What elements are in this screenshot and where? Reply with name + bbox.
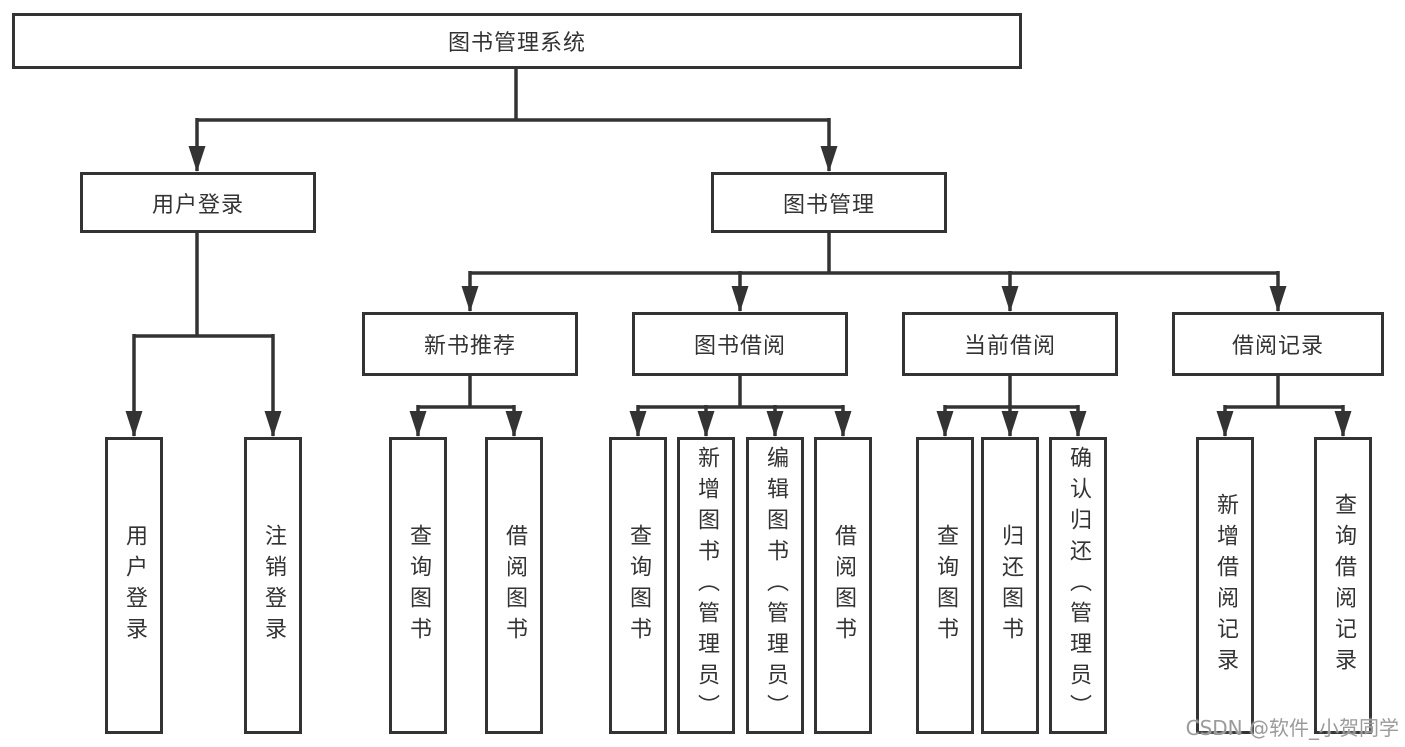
leaf-query-books-current: 查询图书 <box>916 437 974 734</box>
leaf-query-borrow-record: 查询借阅记录 <box>1314 437 1372 734</box>
leaf-query-books-recommend: 查询图书 <box>389 437 447 734</box>
leaf-borrow-books-recommend: 借阅图书 <box>485 437 543 734</box>
leaf-borrow-books-borrow: 借阅图书 <box>814 437 872 734</box>
node-root-label: 图书管理系统 <box>447 31 586 56</box>
leaf-edit-book-admin: 编辑图书（管理员） <box>746 437 804 734</box>
leaf-logout-label: 注销登录 <box>261 523 286 648</box>
node-book-management: 图书管理 <box>711 172 947 233</box>
node-book-management-label: 图书管理 <box>782 192 875 218</box>
leaf-logout: 注销登录 <box>244 437 302 734</box>
node-user-login: 用户登录 <box>80 172 316 233</box>
node-current-borrow-label: 当前借阅 <box>963 334 1056 359</box>
leaf-edit-book-admin-label: 编辑图书（管理员） <box>763 446 788 725</box>
node-root-system: 图书管理系统 <box>12 13 1022 69</box>
leaf-borrow-books-borrow-label: 借阅图书 <box>831 523 856 648</box>
node-current-borrow: 当前借阅 <box>902 312 1118 376</box>
node-book-borrow: 图书借阅 <box>632 312 848 376</box>
leaf-query-books-recommend-label: 查询图书 <box>406 523 431 648</box>
node-user-login-label: 用户登录 <box>151 192 244 218</box>
leaf-return-book: 归还图书 <box>981 437 1039 734</box>
leaf-add-borrow-record: 新增借阅记录 <box>1196 437 1254 734</box>
csdn-watermark: CSDN @软件_小贺同学 <box>1185 716 1399 740</box>
leaf-borrow-books-recommend-label: 借阅图书 <box>502 523 527 648</box>
leaf-add-book-admin: 新增图书（管理员） <box>677 437 735 734</box>
leaf-user-login: 用户登录 <box>105 437 163 734</box>
node-borrow-records: 借阅记录 <box>1172 312 1384 376</box>
node-new-book-recommend-label: 新书推荐 <box>423 334 516 359</box>
node-new-book-recommend: 新书推荐 <box>362 312 578 376</box>
node-book-borrow-label: 图书借阅 <box>693 334 786 359</box>
leaf-return-book-label: 归还图书 <box>998 523 1023 648</box>
leaf-confirm-return-admin: 确认归还（管理员） <box>1049 437 1107 734</box>
leaf-add-borrow-record-label: 新增借阅记录 <box>1213 492 1238 679</box>
leaf-query-books-borrow-label: 查询图书 <box>626 523 651 648</box>
leaf-add-book-admin-label: 新增图书（管理员） <box>694 446 719 725</box>
leaf-query-books-borrow: 查询图书 <box>609 437 667 734</box>
leaf-confirm-return-admin-label: 确认归还（管理员） <box>1066 446 1091 725</box>
leaf-query-borrow-record-label: 查询借阅记录 <box>1331 492 1356 679</box>
leaf-query-books-current-label: 查询图书 <box>933 523 958 648</box>
connectors <box>125 69 1352 437</box>
leaf-user-login-label: 用户登录 <box>122 523 147 648</box>
node-borrow-records-label: 借阅记录 <box>1231 334 1324 359</box>
